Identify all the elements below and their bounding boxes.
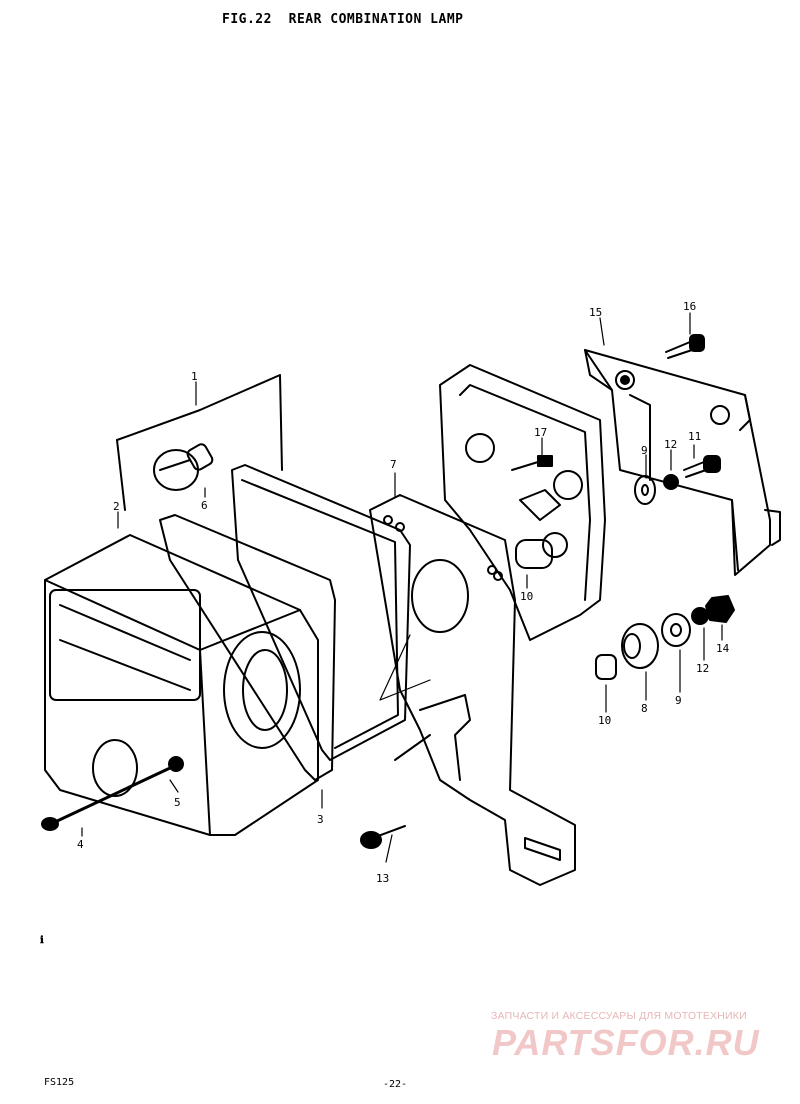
part-13-screw (360, 825, 406, 849)
footer-page-number: -22- (383, 1079, 408, 1090)
leader-lines (81, 312, 723, 863)
part-15-rear-housing (584, 349, 781, 576)
part-10-bulb (515, 532, 617, 680)
watermark-tagline: ЗАПЧАСТИ И АКСЕССУАРЫ ДЛЯ МОТОТЕХНИКИ (491, 1010, 747, 1022)
part-7-bracket (369, 494, 576, 886)
callout-8: 8 (641, 702, 648, 715)
callout-4: 4 (77, 838, 84, 851)
part-3-gasket (159, 464, 411, 781)
part-6-bulb (116, 374, 283, 511)
callout-13: 13 (376, 872, 389, 885)
callout-15: 15 (589, 306, 602, 319)
part-14-nut (705, 595, 735, 623)
callout-16: 16 (683, 300, 696, 313)
callout-3: 3 (317, 813, 324, 826)
part-12-lock-washer (663, 474, 709, 625)
part-17-socket-plate (439, 364, 606, 641)
part-9-washer (634, 475, 691, 647)
part-8-grommet (621, 623, 659, 669)
part-4-screw (41, 766, 172, 831)
watermark-logo: PARTSFOR.RU (492, 1022, 760, 1063)
callout-14: 14 (716, 642, 730, 655)
callout-17: 17 (534, 426, 547, 439)
footer-model: FS125 (44, 1077, 75, 1088)
callout-7: 7 (390, 458, 397, 471)
callout-11: 11 (688, 430, 701, 443)
part-11-bolt (683, 455, 721, 478)
margin-mark: ℹ (40, 935, 44, 946)
part-2-lamp-body (44, 534, 319, 836)
callout-9b: 9 (675, 694, 682, 707)
part-16-screw (665, 334, 705, 359)
callout-2: 2 (113, 500, 120, 513)
callout-6: 6 (201, 499, 208, 512)
callout-1: 1 (191, 370, 198, 383)
callout-10b: 10 (598, 714, 611, 727)
figure-title: FIG.22 REAR COMBINATION LAMP (222, 12, 464, 27)
callout-10a: 10 (520, 590, 533, 603)
callout-9a: 9 (641, 444, 648, 457)
callout-12a: 12 (664, 438, 677, 451)
callout-5: 5 (174, 796, 181, 809)
callout-12b: 12 (696, 662, 709, 675)
part-5-nut (168, 756, 184, 772)
